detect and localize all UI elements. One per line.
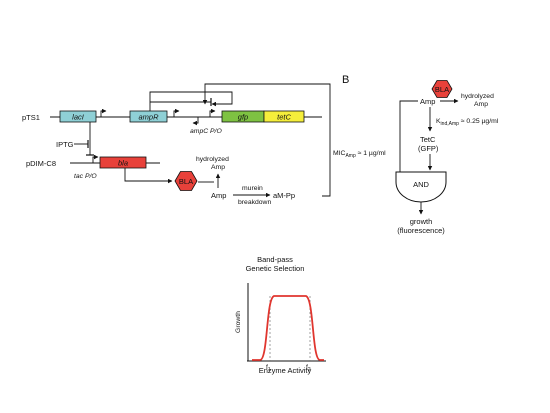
plot-x-label: Enzyme Activity bbox=[259, 366, 312, 375]
and-gate bbox=[395, 171, 447, 203]
ampr-gene-label: ampR bbox=[138, 113, 159, 122]
hydrolyzed-label-b: hydrolyzed bbox=[461, 93, 494, 100]
and-gate-label: AND bbox=[413, 180, 429, 189]
f1-label: f1 bbox=[266, 364, 271, 373]
laci-gene bbox=[59, 110, 97, 123]
iptg-label: IPTG bbox=[56, 140, 74, 149]
bla-enzyme-label: BLA bbox=[179, 177, 193, 186]
ampc-po-label: ampC P/O bbox=[190, 128, 222, 135]
fluorescence-label-b: (fluorescence) bbox=[397, 226, 445, 235]
selection-plot: Band-pass Genetic Selection Growth Enzym… bbox=[235, 255, 326, 375]
ampr-reverse-promoter-arrow bbox=[192, 117, 199, 126]
laci-promoter-arrow bbox=[100, 108, 107, 117]
bla-enzyme-hexagon-b bbox=[431, 80, 453, 98]
tetc-gene-label: tetC bbox=[277, 113, 291, 122]
gfp-label-b: (GFP) bbox=[418, 144, 439, 153]
ampr-gene bbox=[129, 110, 168, 123]
amp-label-a: Amp bbox=[211, 191, 226, 200]
kind-label: Kind,Amp ≈ 0.25 µg/ml bbox=[436, 118, 499, 127]
hydrolyzed-amp-label-a: Amp bbox=[211, 164, 225, 171]
f2-label: f2 bbox=[306, 364, 311, 373]
panel-b-letter: B bbox=[342, 74, 349, 86]
ampr-regulation-line bbox=[149, 91, 233, 111]
breakdown-label: breakdown bbox=[238, 199, 271, 206]
hydrolyzed-amp-label-b: Amp bbox=[474, 101, 488, 108]
bla-enzyme-label-b: BLA bbox=[435, 85, 449, 94]
panel-b: B BLA Amp hydrolyzed Amp MICAmp ≈ 1 µg/m… bbox=[333, 74, 499, 235]
band-pass-curve bbox=[252, 295, 324, 361]
murein-label: murein bbox=[242, 185, 263, 192]
ampc-promoter-arrow bbox=[209, 108, 216, 117]
ampr-promoter-arrow bbox=[173, 108, 180, 117]
plot-y-label: Growth bbox=[235, 311, 242, 333]
bla-expression-arrow bbox=[124, 168, 173, 184]
tetc-gene bbox=[263, 110, 305, 123]
selection-title-2: Genetic Selection bbox=[246, 264, 305, 273]
amp-inhibition-branch bbox=[399, 100, 418, 180]
bla-gene-label: bla bbox=[118, 159, 128, 168]
tac-po-label: tac P/O bbox=[74, 173, 97, 180]
tac-promoter-arrow bbox=[92, 154, 99, 163]
mic-label: MICAmp ≈ 1 µg/ml bbox=[333, 150, 386, 159]
growth-label-b: growth bbox=[410, 217, 433, 226]
ampp-feedback-line bbox=[202, 83, 331, 197]
tetc-label-b: TetC bbox=[420, 135, 436, 144]
laci-gene-label: lacI bbox=[72, 113, 84, 122]
hydrolyzed-label-a: hydrolyzed bbox=[196, 156, 229, 163]
pts1-label: pTS1 bbox=[22, 113, 40, 122]
panel-a: pTS1 lacI ampR gfp tetC ampC P/O IPTG pD… bbox=[22, 83, 331, 206]
gfp-gene-label: gfp bbox=[238, 113, 248, 122]
selection-title-1: Band-pass bbox=[257, 255, 293, 264]
amp-label-b: Amp bbox=[420, 97, 435, 106]
bla-enzyme-hexagon bbox=[174, 171, 198, 191]
ampp-label: aM-Pp bbox=[273, 191, 295, 200]
bla-gene bbox=[99, 156, 147, 169]
pdim-label: pDIM-C8 bbox=[26, 159, 56, 168]
